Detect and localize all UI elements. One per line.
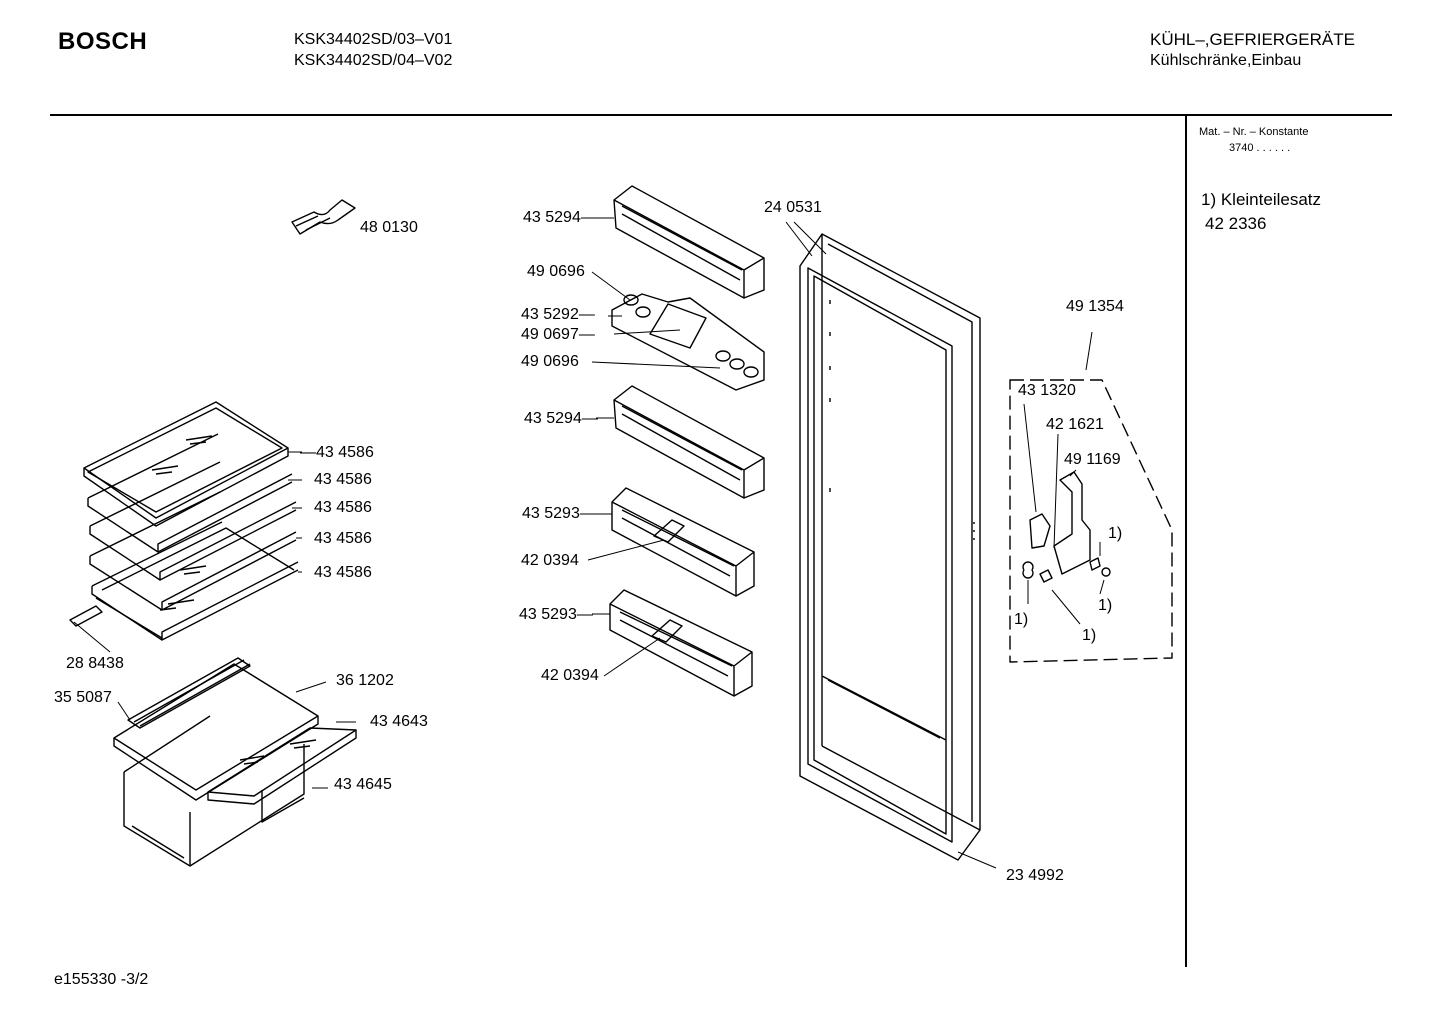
door-panel-illustration [799, 233, 981, 861]
label-420394-2: 42 0394 [541, 667, 599, 684]
small-parts-kit-label: 1) Kleinteilesatz [1201, 190, 1322, 209]
label-421621: 42 1621 [1046, 416, 1104, 433]
label-240531: 24 0531 [764, 199, 822, 216]
small-parts-kit-number: 42 2336 [1205, 214, 1267, 233]
label-note-1d: 1) [1082, 627, 1097, 644]
label-435294-2: 43 5294— [524, 410, 598, 427]
label-435292: 43 5292— [521, 306, 595, 323]
label-435294-1: 43 5294— [523, 209, 597, 226]
label-355087: 35 5087 [54, 689, 112, 706]
category-subtitle: Kühlschränke,Einbau [1150, 52, 1302, 69]
model-number-1: KSK34402SD/03–V01 [294, 31, 453, 48]
category-title: KÜHL–,GEFRIERGERÄTE [1150, 30, 1355, 49]
label-490696-2: 49 0696 [521, 353, 579, 370]
crisper-drawer-illustration [113, 657, 357, 867]
label-434586-2: 43 4586 [314, 471, 372, 488]
clip-part-illustration [291, 199, 356, 235]
label-491169: 49 1169 [1064, 451, 1121, 468]
label-490697: 49 0697— [521, 326, 595, 343]
header-divider [50, 114, 1392, 116]
label-434586-5: 43 4586 [314, 564, 372, 581]
label-434586-3: 43 4586 [314, 499, 372, 516]
brand-logo: BOSCH [58, 28, 148, 55]
label-434643: 43 4643 [370, 713, 428, 730]
hinge-set-illustration [1009, 379, 1173, 663]
label-420394-1: 42 0394 [521, 552, 579, 569]
sidebar-divider [1185, 115, 1187, 967]
label-490696-1: 49 0696 [527, 263, 585, 280]
label-note-1c: 1) [1014, 611, 1029, 628]
glass-shelves-illustration [69, 401, 299, 641]
label-288438: 28 8438 [66, 655, 124, 672]
mat-nr-value: 3740 . . . . . . [1229, 142, 1291, 154]
label-480130: 48 0130 [360, 219, 418, 236]
label-435293-2: 43 5293— [519, 606, 593, 623]
mat-nr-label: Mat. – Nr. – Konstante [1199, 126, 1309, 138]
document-id: e155330 -3/2 [54, 971, 149, 988]
label-491354: 49 1354 [1066, 298, 1124, 315]
label-434586-1: —43 4586 [300, 444, 374, 461]
label-435293-1: 43 5293— [522, 505, 596, 522]
door-bins-illustration [609, 185, 765, 697]
model-number-2: KSK34402SD/04–V02 [294, 52, 453, 69]
label-note-1a: 1) [1108, 525, 1123, 542]
leader-lines [73, 217, 1105, 869]
label-note-1b: 1) [1098, 597, 1113, 614]
label-434645: 43 4645 [334, 776, 392, 793]
label-434586-4: 43 4586 [314, 530, 372, 547]
label-361202: 36 1202 [336, 672, 394, 689]
label-431320: 43 1320 [1018, 382, 1076, 399]
label-234992: 23 4992 [1006, 867, 1064, 884]
